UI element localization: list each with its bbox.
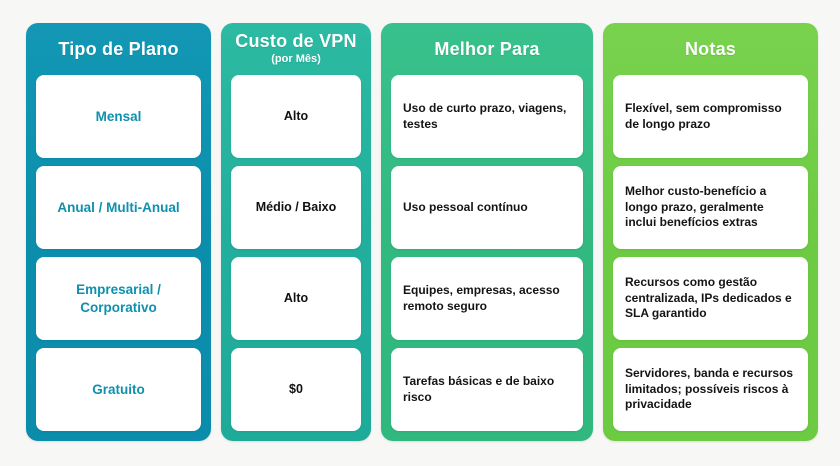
table-cell: Melhor custo-benefício a longo prazo, ge…	[613, 166, 808, 249]
column-header-melhor-para: Melhor Para	[391, 23, 583, 75]
column-cells: Alto Médio / Baixo Alto $0	[231, 75, 361, 431]
column-header-tipo-de-plano: Tipo de Plano	[36, 23, 201, 75]
table-column-notas: Notas Flexível, sem compromisso de longo…	[603, 23, 818, 441]
column-header-title: Melhor Para	[434, 38, 540, 59]
column-header-title: Notas	[684, 38, 736, 59]
table-cell-text: Recursos como gestão centralizada, IPs d…	[625, 274, 792, 321]
column-header-notas: Notas	[613, 23, 808, 75]
table-cell-text: Alto	[283, 109, 309, 124]
table-cell: Alto	[231, 75, 361, 158]
table-cell-text: Uso pessoal contínuo	[403, 199, 528, 214]
table-cell-text: Alto	[283, 291, 309, 306]
table-cell-text: Uso de curto prazo, viagens, testes	[403, 100, 567, 131]
table-cell: Mensal	[36, 75, 201, 158]
column-header-title: Custo de VPN	[235, 31, 357, 52]
table-cell-text: Mensal	[95, 108, 142, 124]
table-cell-text: Tarefas básicas e de baixo risco	[403, 373, 555, 404]
table-cell-text: Melhor custo-benefício a longo prazo, ge…	[625, 183, 767, 230]
table-cell-text: Equipes, empresas, acesso remoto seguro	[403, 282, 560, 313]
table-cell: Flexível, sem compromisso de longo prazo	[613, 75, 808, 158]
table-cell: Recursos como gestão centralizada, IPs d…	[613, 257, 808, 340]
table-cell: Gratuito	[36, 348, 201, 431]
table-cell: Uso pessoal contínuo	[391, 166, 583, 249]
table-cell-text: Servidores, banda e recursos limitados; …	[625, 365, 794, 412]
table-cell-text: Flexível, sem compromisso de longo prazo	[625, 100, 782, 131]
comparison-table: Tipo de Plano Mensal Anual / Multi-Anual…	[26, 23, 818, 441]
table-cell: Equipes, empresas, acesso remoto seguro	[391, 257, 583, 340]
column-cells: Mensal Anual / Multi-Anual Empresarial /…	[36, 75, 201, 431]
table-cell-text: Gratuito	[92, 381, 145, 397]
table-cell: $0	[231, 348, 361, 431]
column-cells: Uso de curto prazo, viagens, testes Uso …	[391, 75, 583, 431]
table-cell: Alto	[231, 257, 361, 340]
table-cell: Uso de curto prazo, viagens, testes	[391, 75, 583, 158]
table-cell: Empresarial / Corporativo	[36, 257, 201, 340]
table-cell-text: Anual / Multi-Anual	[57, 199, 180, 215]
table-cell: Anual / Multi-Anual	[36, 166, 201, 249]
table-cell-text: Médio / Baixo	[255, 200, 337, 215]
column-cells: Flexível, sem compromisso de longo prazo…	[613, 75, 808, 431]
column-header-custo-de-vpn: Custo de VPN (por Mês)	[231, 23, 361, 75]
table-cell: Tarefas básicas e de baixo risco	[391, 348, 583, 431]
table-cell-text: $0	[289, 382, 303, 397]
table-column-custo-de-vpn: Custo de VPN (por Mês) Alto Médio / Baix…	[221, 23, 371, 441]
table-column-tipo-de-plano: Tipo de Plano Mensal Anual / Multi-Anual…	[26, 23, 211, 441]
table-cell: Médio / Baixo	[231, 166, 361, 249]
table-cell-text: Empresarial / Corporativo	[76, 281, 161, 315]
table-cell: Servidores, banda e recursos limitados; …	[613, 348, 808, 431]
table-column-melhor-para: Melhor Para Uso de curto prazo, viagens,…	[381, 23, 593, 441]
column-header-title: Tipo de Plano	[58, 38, 179, 59]
column-header-subtitle: (por Mês)	[271, 53, 321, 66]
